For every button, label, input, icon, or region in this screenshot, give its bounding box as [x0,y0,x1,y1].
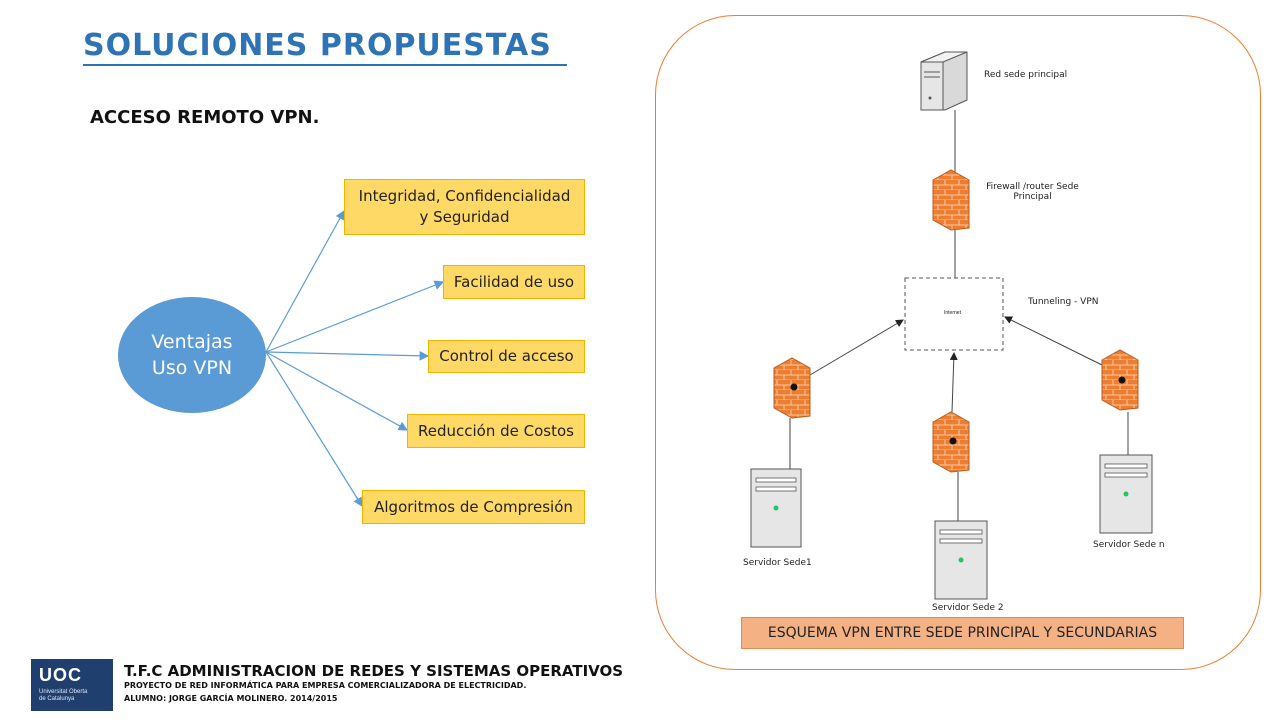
benefit-box-algoritmos: Algoritmos de Compresión [362,490,585,524]
network-diagram-frame [655,15,1261,670]
internet-box [904,277,1004,351]
firewall-main-label-line1: Firewall /router Sede [986,182,1079,192]
benefit-box-label: Reducción de Costos [418,421,574,440]
firewall-sedeN-icon [1101,349,1139,411]
server-sedeN-label: Servidor Sede n [1093,540,1165,550]
tunneling-label: Tunneling - VPN [1028,297,1099,307]
benefit-box-control: Control de acceso [428,340,585,373]
page-title: SOLUCIONES PROPUESTAS [83,28,552,63]
server-sede1-label: Servidor Sede1 [743,558,812,568]
center-node-line2: Uso VPN [151,357,233,379]
benefit-box-facilidad: Facilidad de uso [443,265,585,299]
benefit-box-line2: y Seguridad [419,208,510,226]
mindmap-connectors [265,209,445,508]
benefit-box-integridad: Integridad, Confidencialidad y Seguridad [344,179,585,235]
connector-2 [265,280,445,353]
benefit-box-label: Facilidad de uso [453,272,575,291]
benefit-box-label: Control de acceso [439,347,574,365]
uoc-logo-subtext: Universitat Oberta de Catalunya [39,689,87,703]
diagram-caption: ESQUEMA VPN ENTRE SEDE PRINCIPAL Y SECUN… [741,617,1184,649]
connector-5 [265,351,363,508]
footer-project-line: PROYECTO DE RED INFORMÁTICA PARA EMPRESA… [124,681,527,690]
firewall-main-icon [932,169,970,231]
server-sede1-icon [750,468,802,548]
footer-title: T.F.C ADMINISTRACION DE REDES Y SISTEMAS… [124,662,624,680]
internet-label: Internet [944,310,961,316]
firewall-main-label: Firewall /router Sede Principal [985,182,1080,202]
benefit-box-reduccion: Reducción de Costos [407,414,585,448]
uoc-logo: UOC Universitat Oberta de Catalunya [31,659,113,711]
server-sede2-icon [934,520,988,600]
server-sede2-label: Servidor Sede 2 [932,603,1004,613]
footer-author-line: ALUMNO: JORGE GARCÍA MOLINERO. 2014/2015 [124,694,338,703]
center-node: Ventajas Uso VPN [118,297,266,413]
connector-4 [265,351,409,431]
server-sedeN-icon [1099,454,1153,534]
firewall-sede2-icon [932,411,970,473]
main-server-icon [920,51,968,111]
uoc-logo-subtext-2: de Catalunya [39,696,75,702]
title-underline [83,64,567,66]
connector-1 [265,209,345,353]
uoc-logo-text: UOC [39,665,82,685]
connector-3 [265,350,430,361]
firewall-sede1-icon [773,357,811,419]
benefit-box-label: Algoritmos de Compresión [374,497,573,516]
benefit-box-line1: Integridad, Confidencialidad [358,187,571,205]
uoc-logo-subtext-1: Universitat Oberta [39,689,88,695]
center-node-line1: Ventajas [151,331,233,353]
firewall-main-label-line2: Principal [1013,192,1052,202]
section-subtitle: ACCESO REMOTO VPN. [90,107,320,128]
main-server-label: Red sede principal [984,70,1068,80]
